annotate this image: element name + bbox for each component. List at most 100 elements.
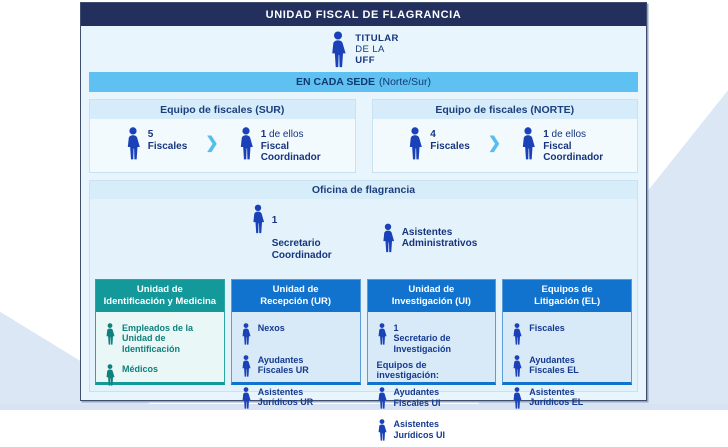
column-body: Fiscales Ayudantes Fiscales EL Asistente… — [503, 312, 631, 415]
coordinador-role-1: Fiscal — [261, 141, 321, 153]
item-text: Secretario de Investigación — [394, 333, 452, 354]
coordinador-group: 1 de ellos Fiscal Coordinador — [237, 127, 321, 164]
person-icon — [104, 364, 116, 386]
sede-banner: EN CADA SEDE (Norte/Sur) — [89, 72, 638, 92]
coordinador-num: 1 — [261, 129, 267, 140]
secretario-group: 1 Secretario Coordinador — [250, 204, 332, 273]
coordinador-role-2: Coordinador — [543, 152, 603, 164]
person-icon — [376, 419, 388, 441]
team-sur-box: Equipo de fiscales (SUR) 5 Fiscales ❯ 1 … — [89, 99, 356, 173]
asistentes-group: Asistentes Administrativos — [380, 204, 478, 273]
secretario-label: 1 Secretario Coordinador — [272, 204, 332, 273]
team-sur-title: Equipo de fiscales (SUR) — [90, 100, 355, 119]
org-chart-frame: UNIDAD FISCAL DE FLAGRANCIA TITULAR DE L… — [80, 2, 647, 401]
team-norte-body: 4 Fiscales ❯ 1 de ellos Fiscal Coordinad… — [373, 119, 638, 172]
chart-title: UNIDAD FISCAL DE FLAGRANCIA — [81, 3, 646, 26]
list-item: Nexos — [240, 322, 356, 345]
list-item: Fiscales — [511, 322, 627, 345]
column-recepcion: Unidad de Recepción (UR) Nexos Ayudantes… — [231, 279, 361, 386]
person-icon — [511, 323, 523, 345]
column-header: Equipos de Litigación (EL) — [503, 280, 631, 312]
oficina-flagrancia-box: Oficina de flagrancia 1 Secretario Coord… — [89, 180, 638, 393]
person-icon — [406, 127, 424, 160]
coordinador-group: 1 de ellos Fiscal Coordinador — [519, 127, 603, 164]
person-icon — [376, 323, 388, 345]
item-label: Ayudantes Fiscales UR — [258, 354, 309, 376]
fiscales-count: 5 — [148, 129, 187, 141]
list-item: Ayudantes Fiscales UR — [240, 354, 356, 377]
person-icon — [511, 387, 523, 409]
team-norte-title: Equipo de fiscales (NORTE) — [373, 100, 638, 119]
person-icon — [511, 355, 523, 377]
fiscales-count: 4 — [430, 129, 469, 141]
column-litigacion: Equipos de Litigación (EL) Fiscales Ayud… — [502, 279, 632, 386]
item-label: Ayudantes Fiscales UI — [394, 386, 441, 408]
person-icon — [124, 127, 142, 160]
person-icon — [376, 387, 388, 409]
column-body: Empleados de la Unidad de Identificación… — [96, 312, 224, 393]
column-header: Unidad de Identificación y Medicina — [96, 280, 224, 312]
titular-line-1: TITULAR — [355, 33, 398, 44]
item-label: Nexos — [258, 322, 285, 334]
person-icon — [240, 355, 252, 377]
titular-line-2: DE LA — [355, 44, 398, 55]
item-label: Fiscales — [529, 322, 565, 334]
oficina-title: Oficina de flagrancia — [90, 181, 637, 199]
coordinador-role-1: Fiscal — [543, 141, 603, 153]
titular-label: TITULAR DE LA UFF — [355, 33, 398, 66]
sede-banner-bold: EN CADA SEDE — [296, 76, 375, 88]
person-icon — [240, 387, 252, 409]
titular-line-3: UFF — [355, 55, 398, 66]
oficina-roles-row: 1 Secretario Coordinador Asistentes Admi… — [90, 199, 637, 279]
secretario-num: 1 — [272, 215, 332, 227]
list-item: Ayudantes Fiscales UI — [376, 386, 492, 409]
person-icon — [104, 323, 116, 345]
person-icon — [380, 223, 396, 253]
coordinador-num-rest: de ellos — [269, 129, 303, 140]
fiscales-count-label: Fiscales — [148, 141, 187, 153]
coordinador-num-rest: de ellos — [552, 129, 586, 140]
item-num: 1 — [394, 323, 452, 334]
column-body: Nexos Ayudantes Fiscales UR Asistentes J… — [232, 312, 360, 415]
column-identificacion-medicina: Unidad de Identificación y Medicina Empl… — [95, 279, 225, 386]
column-header: Unidad de Recepción (UR) — [232, 280, 360, 312]
item-label: Asistentes Jurídicos UI — [394, 418, 446, 440]
equipos-investigacion-subheading: Equipos de investigación: — [377, 360, 492, 380]
item-label: Médicos — [122, 363, 158, 375]
column-header: Unidad de Investigación (UI) — [368, 280, 496, 312]
fiscal-teams-row: Equipo de fiscales (SUR) 5 Fiscales ❯ 1 … — [89, 99, 638, 173]
unit-columns-row: Unidad de Identificación y Medicina Empl… — [95, 279, 632, 386]
coordinador-role-2: Coordinador — [261, 152, 321, 164]
secretario-text: Secretario Coordinador — [272, 238, 332, 261]
chevron-right-icon: ❯ — [488, 136, 501, 152]
item-label: Asistentes Jurídicos UR — [258, 386, 314, 408]
fiscales-count-label: Fiscales — [430, 141, 469, 153]
sede-banner-rest: (Norte/Sur) — [379, 76, 431, 88]
item-label: Asistentes Jurídicos EL — [529, 386, 583, 408]
list-item: Asistentes Jurídicos UR — [240, 386, 356, 409]
person-icon — [250, 204, 266, 234]
fiscales-group: 5 Fiscales — [124, 127, 187, 160]
fiscales-label: 5 Fiscales — [148, 127, 187, 152]
coordinador-label: 1 de ellos Fiscal Coordinador — [543, 127, 603, 164]
person-icon — [237, 127, 255, 160]
titular-block: TITULAR DE LA UFF — [81, 26, 646, 72]
chevron-right-icon: ❯ — [205, 136, 218, 152]
team-norte-box: Equipo de fiscales (NORTE) 4 Fiscales ❯ … — [372, 99, 639, 173]
fiscales-group: 4 Fiscales — [406, 127, 469, 160]
fiscales-label: 4 Fiscales — [430, 127, 469, 152]
list-item: Asistentes Jurídicos UI — [376, 418, 492, 441]
list-item: Asistentes Jurídicos EL — [511, 386, 627, 409]
list-item: Médicos — [104, 363, 220, 386]
person-icon — [328, 31, 348, 68]
list-item: Ayudantes Fiscales EL — [511, 354, 627, 377]
coordinador-num: 1 — [543, 129, 549, 140]
item-label: Empleados de la Unidad de Identificación — [122, 322, 193, 355]
item-label: Ayudantes Fiscales EL — [529, 354, 579, 376]
person-icon — [519, 127, 537, 160]
coordinador-label: 1 de ellos Fiscal Coordinador — [261, 127, 321, 164]
